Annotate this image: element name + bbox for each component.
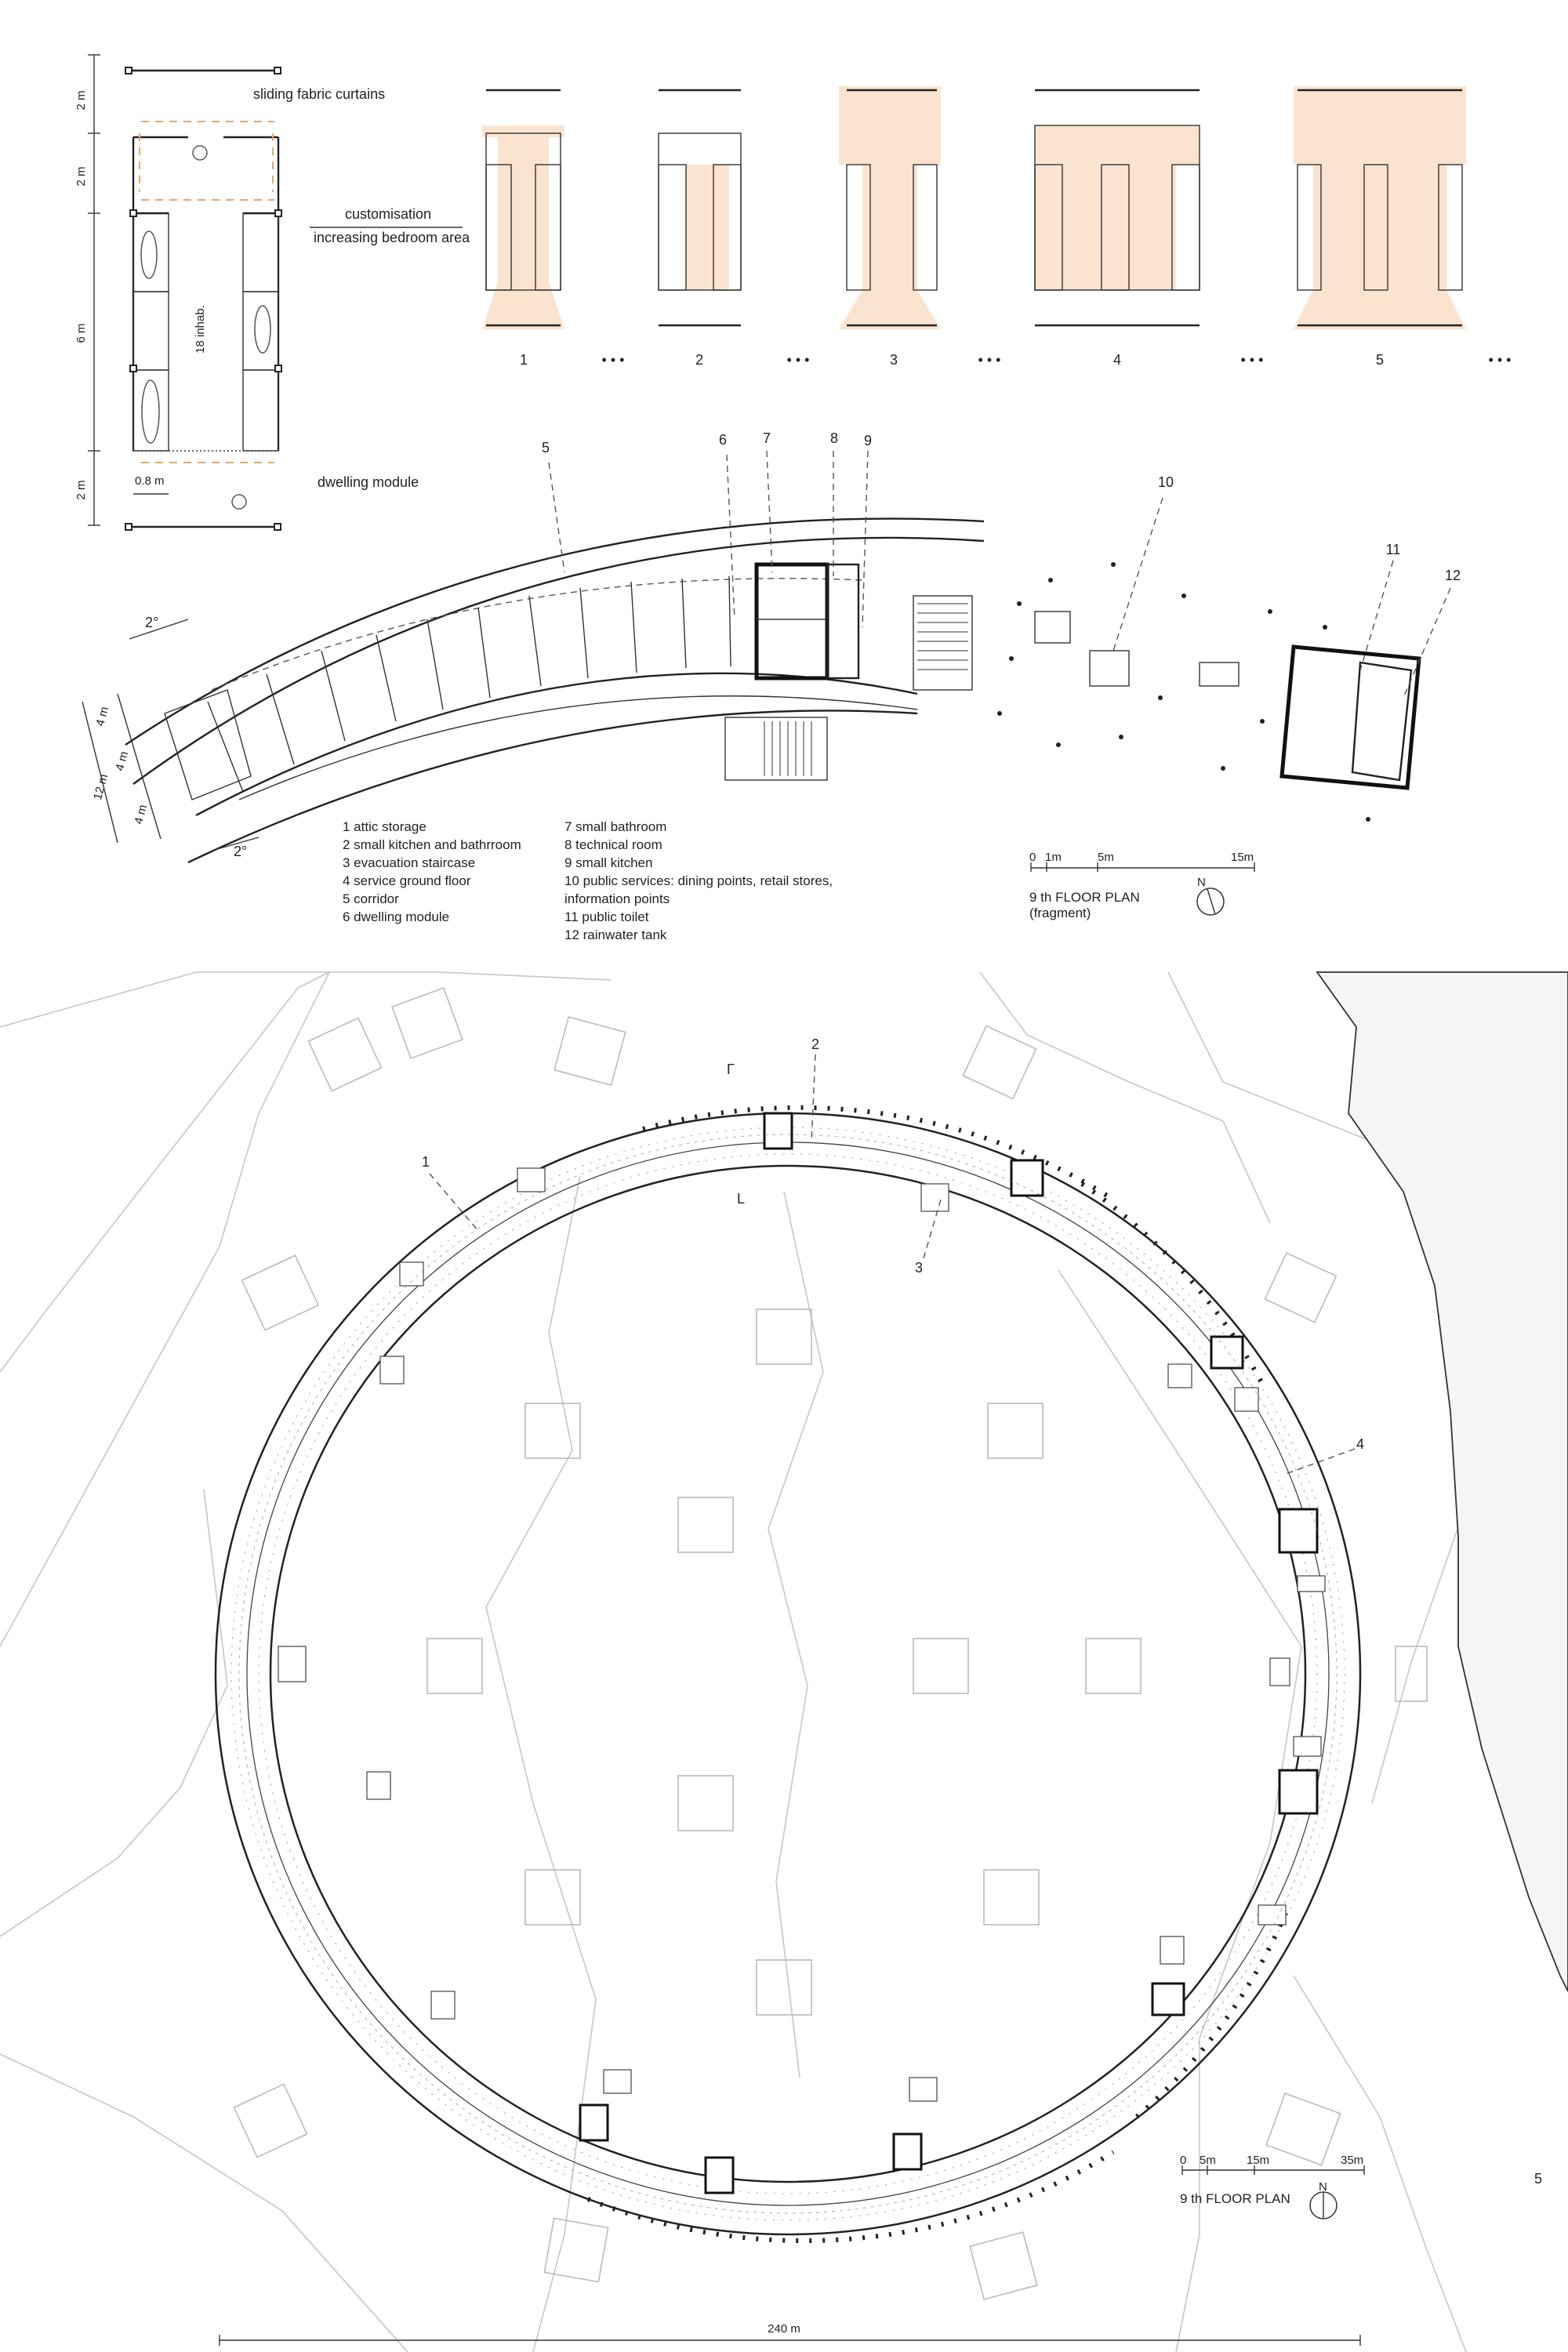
fragment-title: 9 th FLOOR PLAN	[1029, 890, 1140, 905]
fragment-callout-9: 9	[864, 433, 872, 448]
variant-ellipsis-5: • • •	[1489, 352, 1512, 368]
legend: 1 attic storage 2 small kitchen and bath…	[343, 819, 833, 942]
variant-3	[839, 86, 941, 329]
fragment-callout-6: 6	[719, 432, 727, 448]
variant-4	[1034, 89, 1200, 327]
fragment-callout-5: 5	[542, 440, 550, 456]
site-north-label: N	[1319, 2180, 1327, 2194]
variant-number-1: 1	[520, 352, 528, 368]
site-scale-bar: 0 5m 15m 35m	[1180, 2154, 1365, 2175]
legend-item-1: 1 attic storage	[343, 819, 426, 834]
dim-left-4m-a: 4 m	[93, 706, 111, 728]
dim-2m-c: 2 m	[74, 480, 88, 499]
variants: 1 • • • 2 • • • 3 • • • 4 • • • 5 • • •	[482, 86, 1511, 368]
site-buildings	[233, 987, 1428, 2300]
inhab-label: 18 inhab.	[194, 305, 207, 354]
dim-left-4m-c: 4 m	[132, 804, 150, 826]
variant-ellipsis-4: • • •	[1241, 352, 1264, 368]
angle-label-top: 2°	[145, 615, 158, 630]
fragment-scale-1m: 1m	[1045, 851, 1062, 864]
variant-ellipsis-1: • • •	[602, 352, 625, 368]
legend-item-11: 11 public toilet	[564, 909, 649, 924]
width-label: 0.8 m	[135, 474, 165, 488]
fragment-north-arrow: N	[1196, 876, 1225, 916]
legend-item-7: 7 small bathroom	[564, 819, 666, 834]
site-callout-4: 4	[1356, 1436, 1364, 1452]
dim-2m-a: 2 m	[74, 90, 88, 110]
legend-item-6: 6 dwelling module	[343, 909, 449, 924]
site-plan: 1 2 3 4 Γ L	[0, 971, 1568, 2352]
page-number: 5	[1534, 2171, 1542, 2187]
fragment-scale-5m: 5m	[1098, 851, 1114, 864]
legend-item-3: 3 evacuation staircase	[343, 855, 475, 870]
dwelling-module-drawing: 2 m 2 m 6 m 2 m	[74, 54, 470, 531]
variant-number-5: 5	[1376, 352, 1384, 368]
site-context-lines	[0, 971, 1553, 2352]
legend-item-12: 12 rainwater tank	[564, 927, 667, 942]
legend-item-2: 2 small kitchen and bathrroom	[343, 837, 521, 852]
legend-item-8: 8 technical room	[564, 837, 662, 852]
customisation-label: customisation	[345, 206, 431, 222]
legend-item-9: 9 small kitchen	[564, 855, 652, 870]
site-north-arrow: N	[1309, 2180, 1338, 2220]
floor-plan-fragment: 5 6 7 8 9 10 11 12 2° 2° 4 m 4 m 4 m 12 …	[82, 430, 1461, 864]
increasing-bedroom-label: increasing bedroom area	[314, 230, 470, 245]
variant-number-2: 2	[695, 352, 703, 368]
ring-staircases	[278, 1167, 1326, 2102]
curtains-label: sliding fabric curtains	[253, 86, 385, 102]
site-total-dim: 240 m	[768, 2322, 800, 2336]
fragment-scale-0: 0	[1029, 851, 1036, 864]
fragment-callout-12: 12	[1445, 568, 1461, 583]
legend-item-5: 5 corridor	[343, 891, 399, 906]
variant-5	[1294, 86, 1466, 329]
variant-1	[482, 89, 564, 329]
variant-ellipsis-3: • • •	[978, 352, 1001, 368]
fragment-scale-bar: 0 1m 5m 15m	[1029, 851, 1255, 872]
site-scale-35m: 35m	[1341, 2154, 1363, 2167]
variant-ellipsis-2: • • •	[787, 352, 810, 368]
ring-modules-top	[586, 1105, 1288, 2244]
ring-cores	[579, 1112, 1319, 2194]
site-scale-0: 0	[1180, 2154, 1186, 2167]
fragment-callout-7: 7	[763, 430, 771, 446]
site-scale-5m: 5m	[1200, 2154, 1216, 2167]
fragment-scale-15m: 15m	[1231, 851, 1254, 864]
site-callout-2: 2	[811, 1036, 819, 1052]
dim-left-12m: 12 m	[91, 773, 111, 802]
fragment-subtitle: (fragment)	[1029, 906, 1091, 920]
section-mark-top: Γ	[727, 1062, 735, 1077]
dim-2m-b: 2 m	[74, 166, 88, 186]
site-title: 9 th FLOOR PLAN	[1180, 2191, 1290, 2206]
site-callout-1: 1	[422, 1154, 430, 1170]
legend-item-10-cont: information points	[564, 891, 670, 906]
legend-item-10: 10 public services: dining points, retai…	[564, 873, 833, 888]
fragment-north-label: N	[1197, 876, 1206, 889]
fragment-callout-10: 10	[1158, 474, 1174, 490]
dim-left-4m-b: 4 m	[113, 750, 131, 773]
site-callout-3: 3	[915, 1260, 923, 1276]
section-mark-bottom: L	[737, 1191, 745, 1207]
dwelling-module-label: dwelling module	[318, 474, 419, 490]
fragment-callout-8: 8	[830, 430, 838, 446]
variant-2	[658, 89, 742, 327]
variant-number-4: 4	[1113, 352, 1121, 368]
angle-label-bottom: 2°	[234, 844, 247, 859]
site-scale-15m: 15m	[1247, 2154, 1269, 2167]
variant-number-3: 3	[890, 352, 898, 368]
dim-6m: 6 m	[74, 323, 88, 343]
legend-item-4: 4 service ground floor	[343, 873, 471, 888]
fragment-module-walls	[207, 575, 731, 793]
fragment-callout-11: 11	[1386, 542, 1401, 557]
